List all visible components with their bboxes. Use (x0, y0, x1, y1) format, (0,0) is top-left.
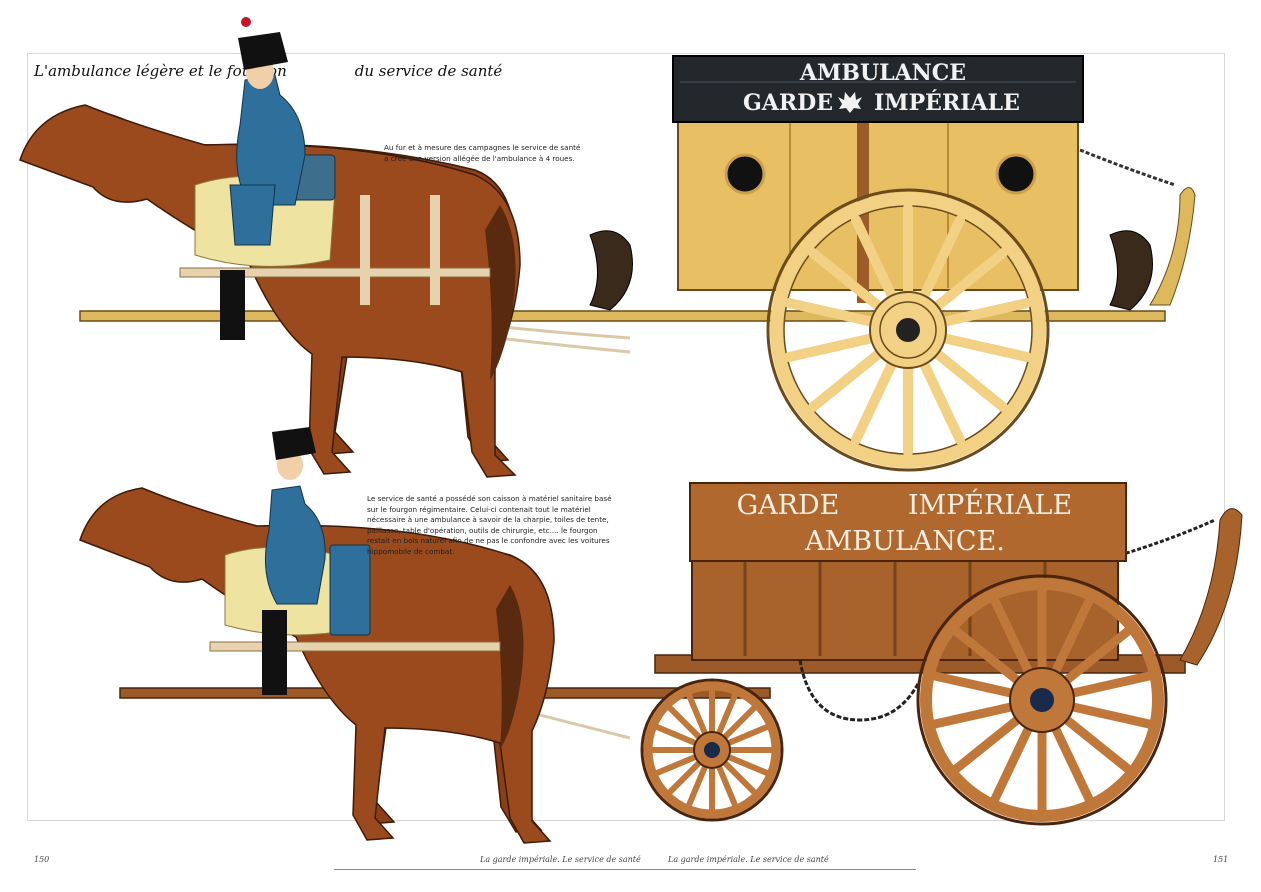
fourgon-sign-board (689, 482, 1127, 562)
top-horses (19, 17, 521, 478)
fourgon-front-wheel (640, 678, 784, 822)
fourgon-sign-line1a: GARDE (737, 490, 840, 521)
ambulance-pole (79, 310, 1166, 322)
title-part-2: du service de santé (354, 62, 503, 80)
fourgon-sign-line1b: IMPÉRIALE (908, 488, 1072, 521)
caption-fourgon: Le service de santé a possédé son caisso… (367, 494, 612, 556)
caption-light-ambulance: Au fur et à mesure des campagnes le serv… (384, 143, 581, 163)
ambulance-sign-line2a: GARDE (743, 90, 833, 116)
shako (238, 32, 288, 70)
fourgon-rear-wheel (916, 574, 1168, 826)
rear-hook (1149, 187, 1196, 306)
porthole-left (724, 153, 766, 195)
title-part-1: L'ambulance légère et le fourgon (34, 62, 287, 80)
footer-rule (334, 869, 916, 870)
page-number-right: 151 (1213, 855, 1229, 864)
front-spring (589, 230, 633, 311)
page-title: L'ambulance légère et le fourgon du servi… (34, 62, 502, 80)
ambulance-sign-line1: AMBULANCE (799, 60, 966, 86)
fourgon-sign-line2: AMBULANCE. (804, 526, 1005, 557)
light-ambulance: AMBULANCE GARDE IMPÉRIALE (79, 55, 1196, 472)
ambulance-wheel (766, 188, 1050, 472)
fourgon: GARDE IMPÉRIALE AMBULANCE. (119, 482, 1243, 826)
eagle-icon (838, 92, 862, 113)
rear-spring (1109, 230, 1153, 311)
ambulance-sign-line2b: IMPÉRIALE (874, 89, 1020, 116)
page-frame (27, 53, 1225, 821)
ambulance-chain (1079, 148, 1176, 187)
ambulance-sign-board (672, 55, 1084, 123)
running-title-left: La garde impériale. Le service de santé (480, 855, 641, 864)
porthole-right (995, 153, 1037, 195)
bottom-horses (79, 427, 555, 844)
running-title-right: La garde impériale. Le service de santé (668, 855, 829, 864)
page-number-left: 150 (34, 855, 50, 864)
fourgon-rear-hook (1179, 508, 1243, 666)
fourgon-body (691, 555, 1119, 661)
